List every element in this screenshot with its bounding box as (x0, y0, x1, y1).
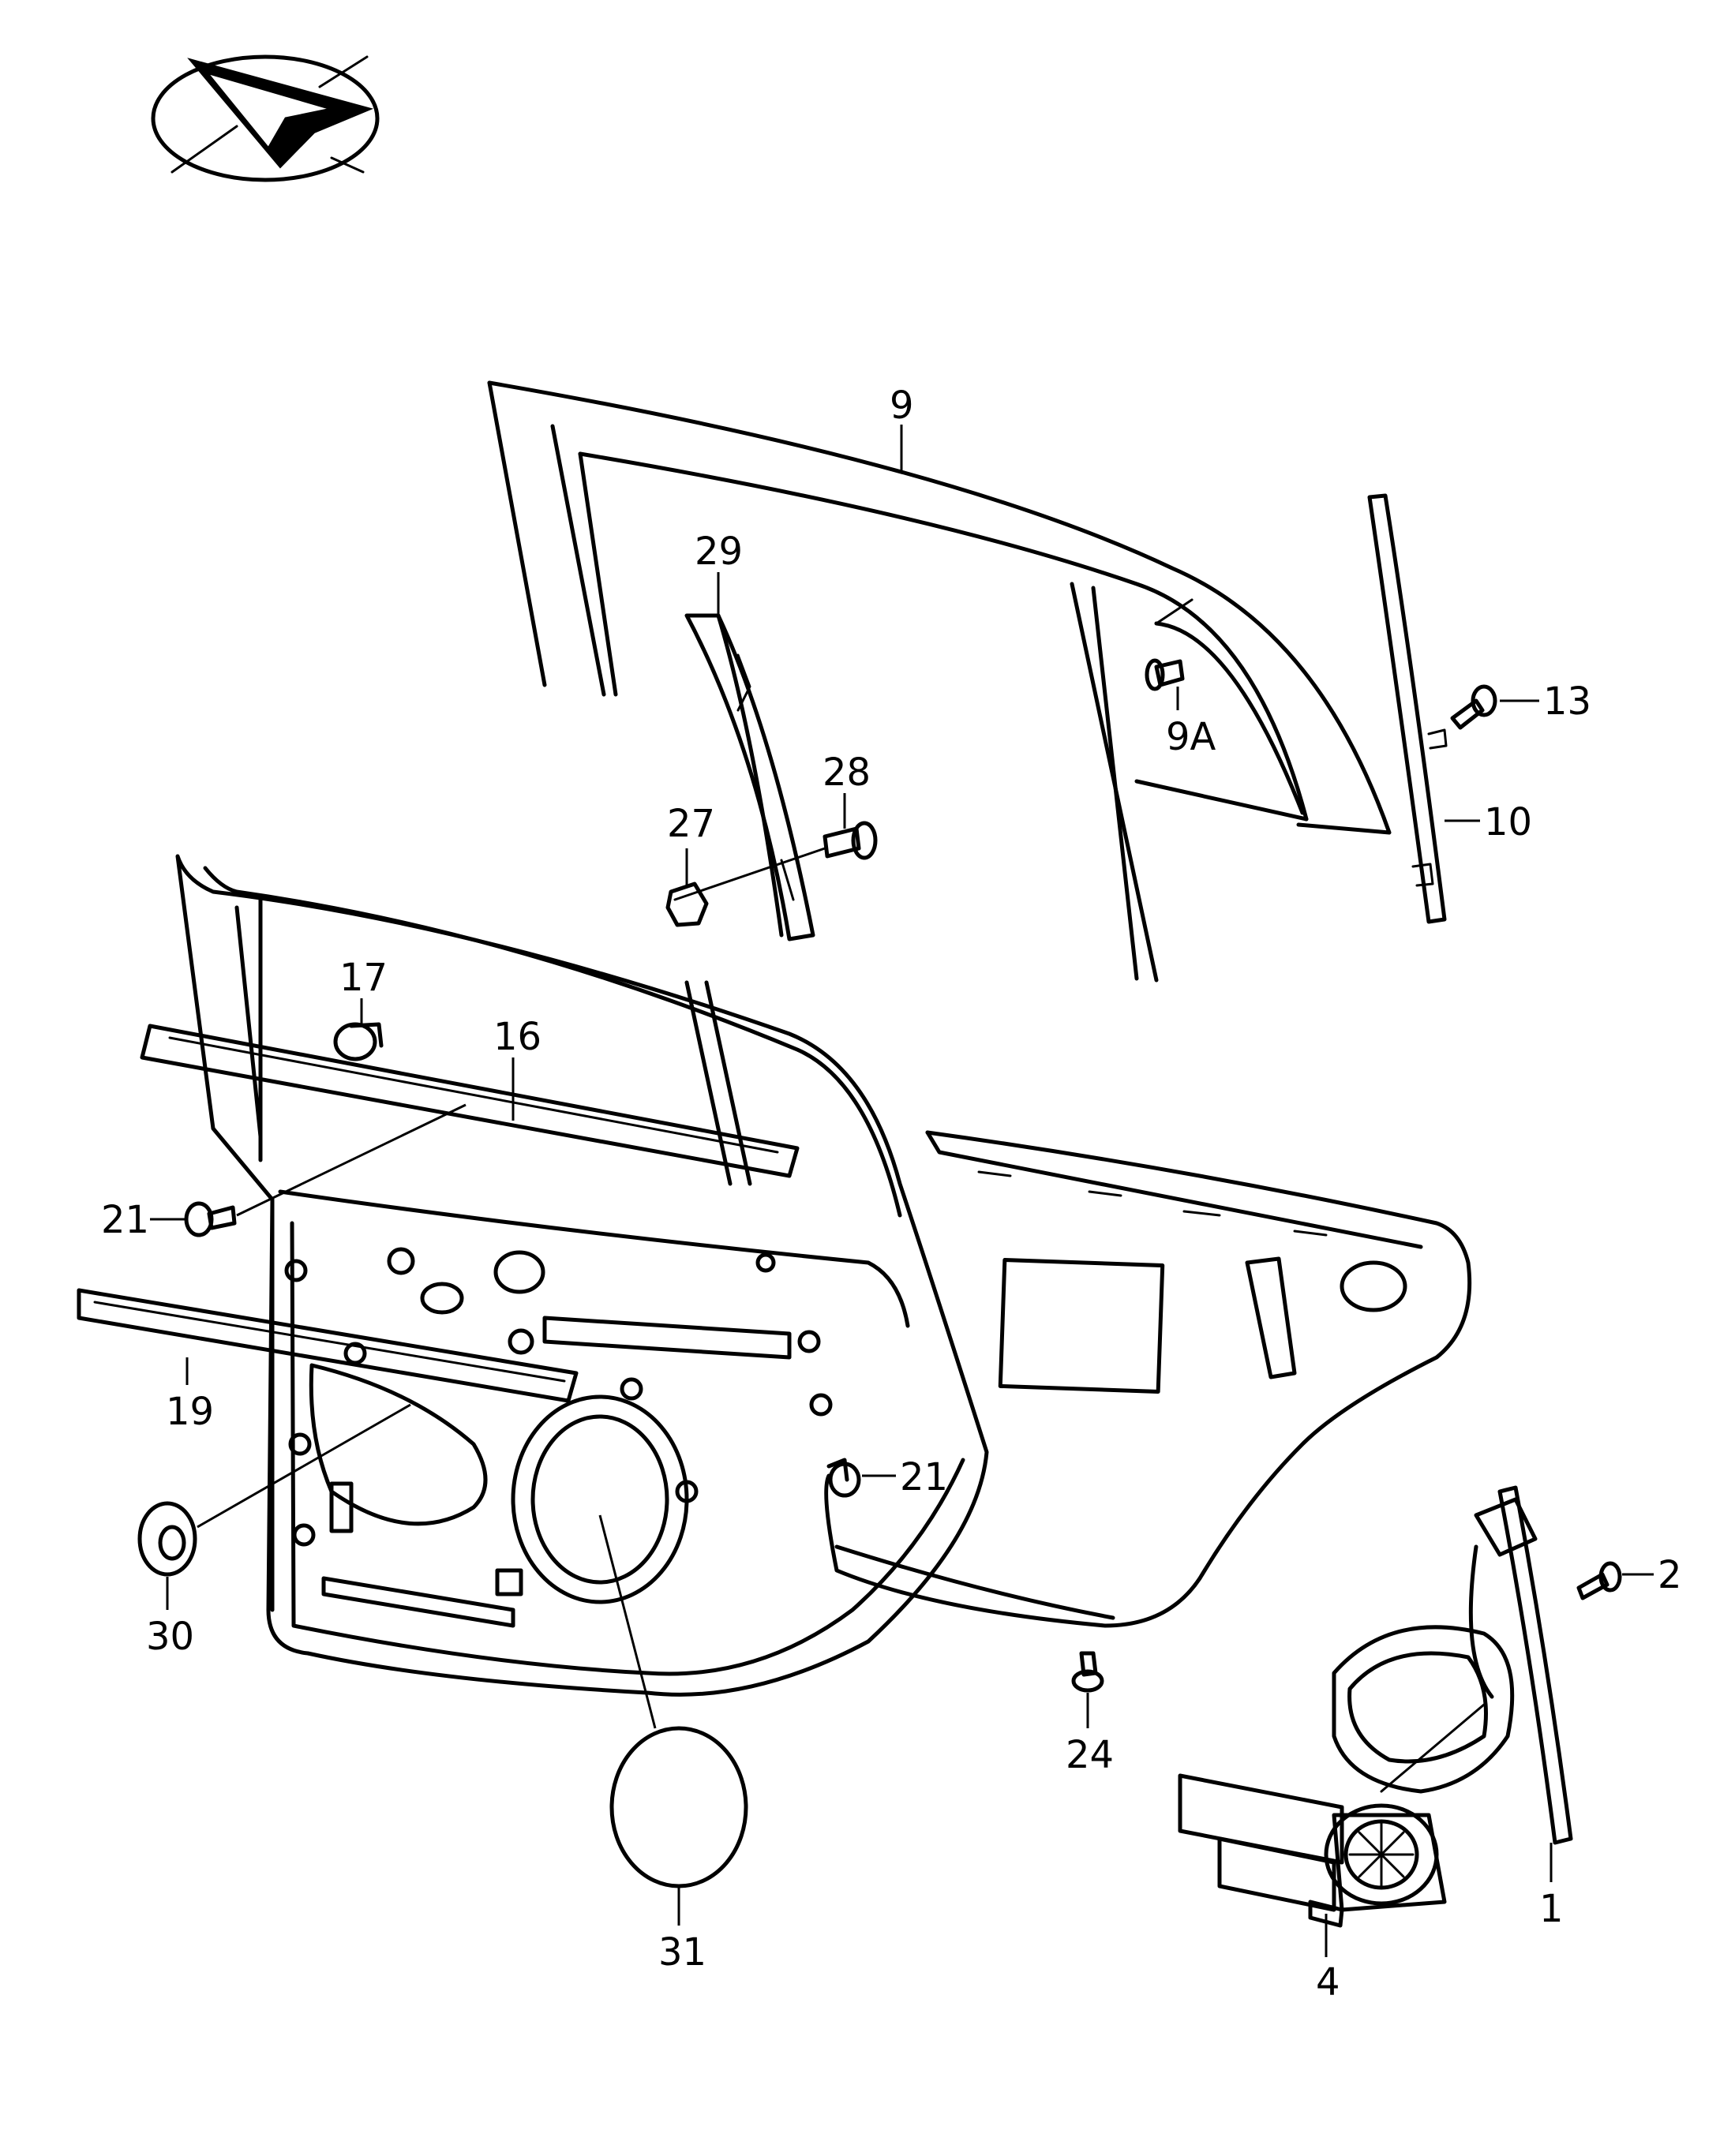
callout-24: 24 (1066, 1733, 1114, 1777)
window-regulator (1332, 1485, 1573, 1845)
screw-2 (1576, 1561, 1622, 1600)
callout-27: 27 (667, 802, 715, 846)
callout-4: 4 (1316, 1960, 1340, 2004)
clip-17 (333, 1022, 384, 1061)
callout-30: 30 (146, 1615, 194, 1659)
window-glass (487, 380, 1392, 983)
callout-31: 31 (658, 1930, 706, 1974)
screw-13 (1450, 684, 1497, 730)
bolt-9a (1145, 658, 1185, 691)
cover-disc-31 (598, 1514, 748, 1888)
window-strip-16 (140, 1024, 800, 1178)
window-channel (1367, 493, 1448, 924)
callout-29: 29 (695, 530, 743, 574)
door-inner-panel (175, 854, 989, 1697)
grommet-30 (137, 1403, 411, 1577)
callout-13: 13 (1543, 679, 1591, 724)
window-strip-19 (77, 1288, 579, 1403)
guide-rail (684, 613, 815, 941)
callout-28: 28 (823, 750, 871, 795)
callout-1: 1 (1539, 1887, 1564, 1931)
callout-10: 10 (1484, 800, 1532, 844)
nut-27 (665, 881, 709, 927)
callout-9a: 9A (1166, 715, 1216, 759)
callout-17: 17 (339, 956, 388, 1000)
callout-21-right: 21 (900, 1455, 948, 1499)
orientation-arrow-icon (151, 54, 380, 182)
callout-19: 19 (166, 1390, 214, 1434)
door-outer-skin (824, 1130, 1472, 1628)
callout-2: 2 (1658, 1553, 1682, 1597)
window-motor (1178, 1773, 1447, 1928)
screw-21-left (184, 1103, 467, 1237)
screw-21-right (826, 1458, 861, 1498)
callout-21-left: 21 (101, 1198, 149, 1242)
leader-lines (150, 425, 1654, 1957)
callout-16: 16 (493, 1015, 541, 1059)
clip-24 (1071, 1651, 1104, 1693)
callout-9: 9 (890, 384, 914, 428)
